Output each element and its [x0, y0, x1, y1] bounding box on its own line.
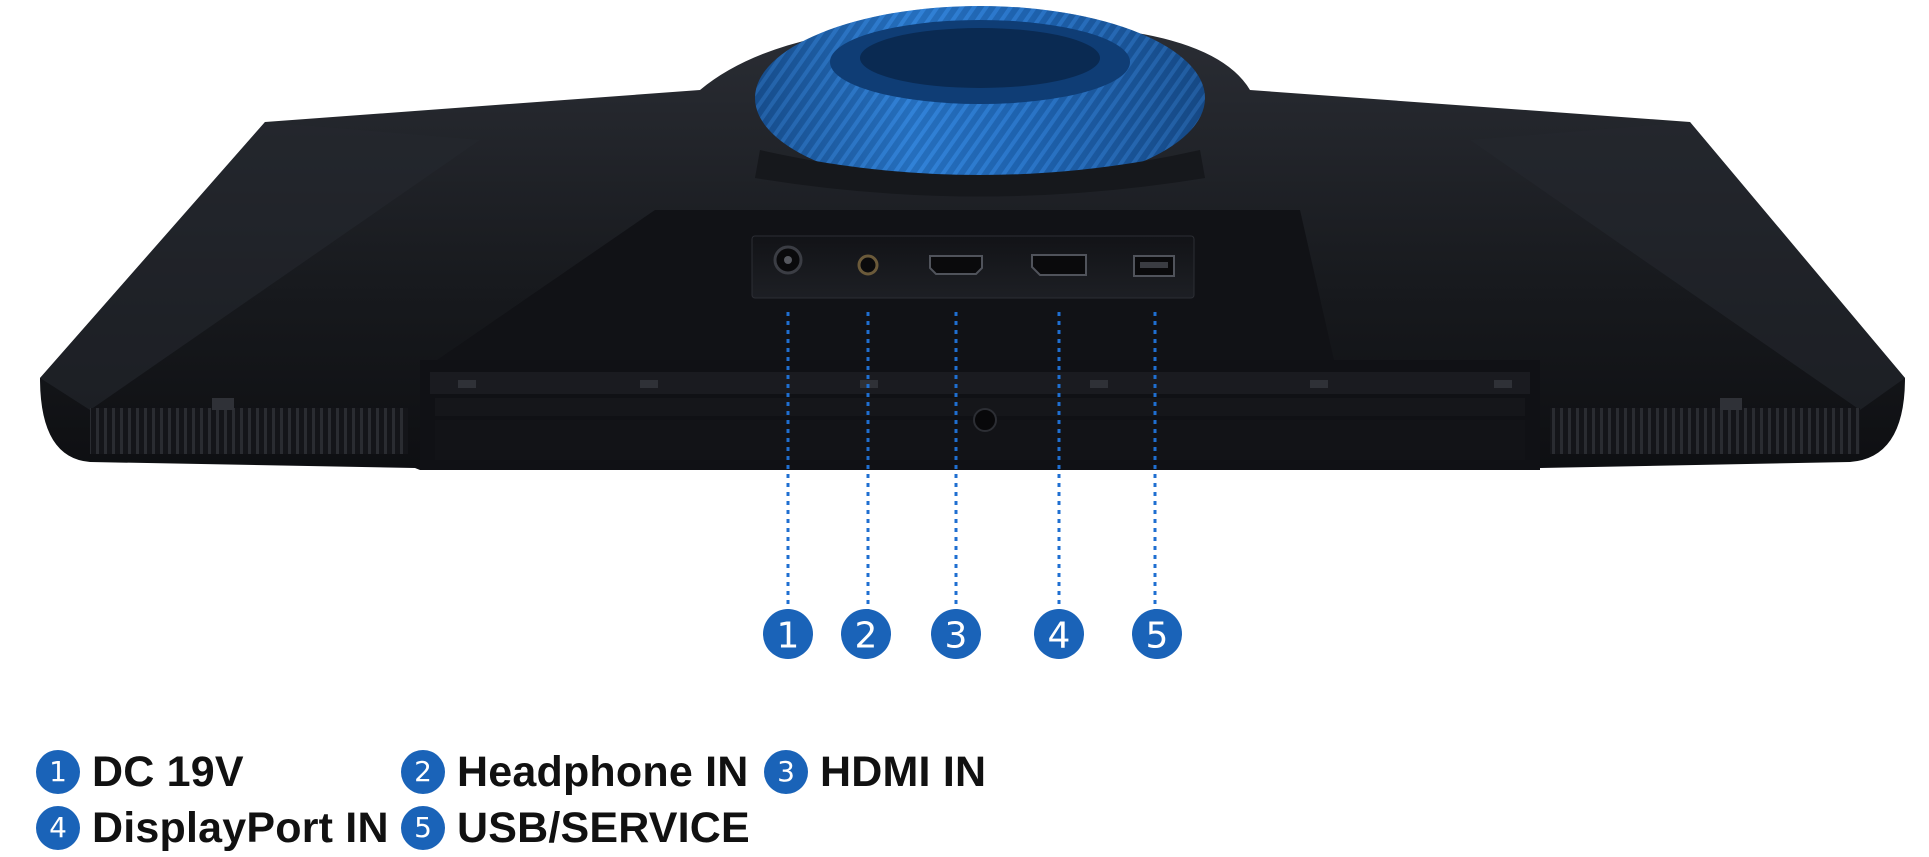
headphone-port [857, 254, 879, 276]
legend-label-usb: USB/SERVICE [457, 803, 750, 852]
callout-5: 5 [1132, 609, 1182, 659]
hdmi-port [929, 255, 983, 275]
left-vent [90, 408, 408, 454]
legend-item-dc: 1 DC 19V [36, 746, 244, 798]
dc-power-port [773, 245, 803, 275]
legend-item-headphone: 2 Headphone IN [401, 746, 748, 798]
callout-4: 4 [1034, 609, 1084, 659]
callout-1-number: 1 [777, 616, 800, 657]
legend-item-displayport: 4 DisplayPort IN [36, 802, 389, 854]
legend-label-headphone: Headphone IN [457, 747, 749, 796]
legend-badge-3: 3 [764, 750, 808, 794]
callout-1: 1 [763, 609, 813, 659]
callout-2: 2 [841, 609, 891, 659]
legend-item-usb: 5 USB/SERVICE [401, 802, 750, 854]
bottom-edge [420, 360, 1540, 470]
stand-ring [755, 6, 1205, 197]
callout-2-number: 2 [855, 616, 878, 657]
legend-label-displayport: DisplayPort IN [92, 803, 389, 852]
right-vent-clip [1720, 398, 1742, 410]
legend-label-dc: DC 19V [92, 747, 244, 796]
right-vent [1550, 408, 1860, 454]
callout-3-number: 3 [945, 616, 968, 657]
legend-item-hdmi: 3 HDMI IN [764, 746, 986, 798]
displayport-port [1031, 254, 1087, 276]
left-vent-clip [212, 398, 234, 410]
ports-panel [773, 245, 1175, 277]
usb-port [1133, 255, 1175, 277]
port-legend: 1 DC 19V 2 Headphone IN 3 HDMI IN 4 Disp… [0, 740, 1929, 857]
callout-3: 3 [931, 609, 981, 659]
callout-4-number: 4 [1048, 616, 1071, 657]
legend-badge-5: 5 [401, 806, 445, 850]
port-recess [430, 210, 1335, 365]
callout-5-number: 5 [1146, 616, 1169, 657]
legend-badge-2: 2 [401, 750, 445, 794]
legend-badge-1: 1 [36, 750, 80, 794]
legend-badge-4: 4 [36, 806, 80, 850]
legend-label-hdmi: HDMI IN [820, 747, 987, 796]
